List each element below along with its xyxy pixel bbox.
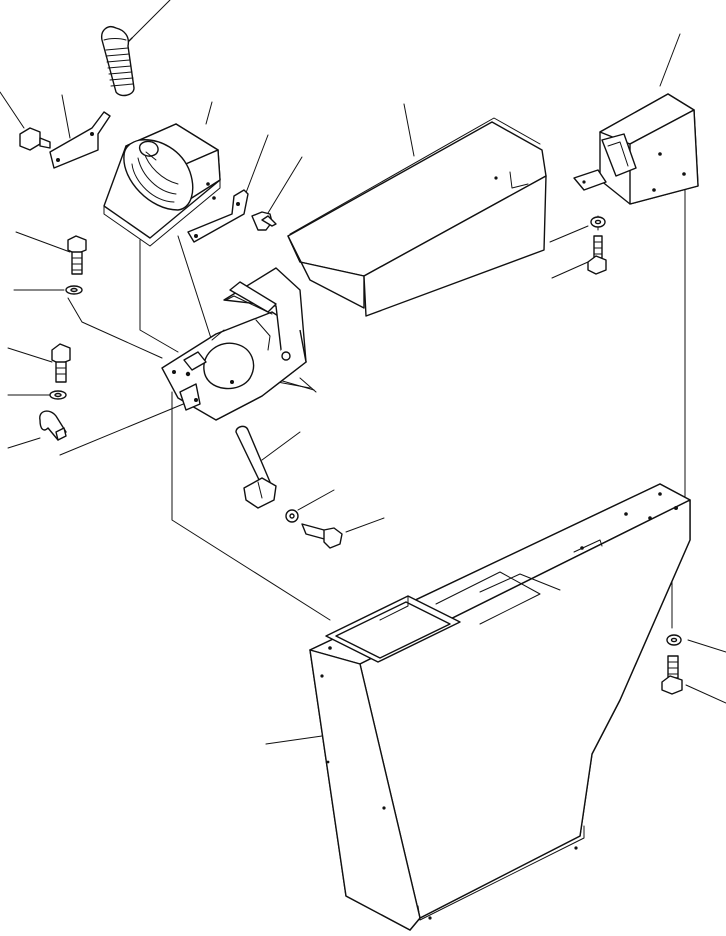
washer-icon [590, 216, 606, 228]
screw-icon [251, 211, 277, 231]
console-icon [309, 483, 691, 931]
leader-lines [0, 0, 726, 745]
washer-icon [49, 390, 67, 400]
frame-icon [161, 267, 307, 421]
bolt-icon [587, 235, 607, 275]
bolt-icon [301, 523, 343, 549]
cover-icon [573, 93, 699, 205]
clamp-icon [39, 410, 67, 441]
washer-icon [65, 285, 83, 295]
washer-icon [666, 634, 682, 646]
bracket-icon [49, 111, 111, 169]
bolt-icon [661, 655, 683, 695]
grip-icon [101, 26, 135, 97]
bolt-icon [51, 343, 71, 383]
assembly-lines [59, 169, 686, 629]
armrest-icon [287, 117, 547, 317]
boot-housing-icon [103, 123, 221, 247]
bracket-icon [187, 189, 249, 243]
bolt-icon [19, 127, 51, 151]
bolt-icon [67, 235, 87, 275]
washer-icon [285, 509, 299, 523]
lever-icon [235, 425, 277, 509]
